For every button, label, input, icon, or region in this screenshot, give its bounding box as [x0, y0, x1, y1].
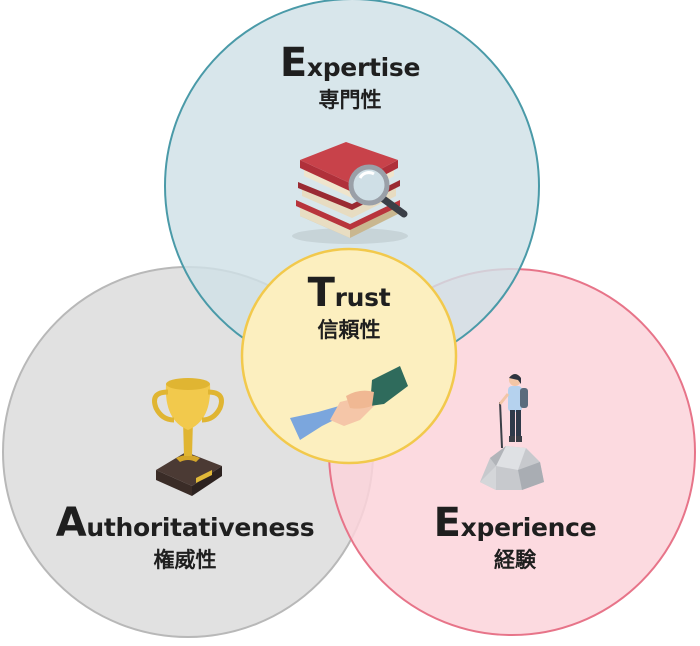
- experience-label: Experience 経験: [405, 503, 625, 573]
- authoritativeness-initial: A: [55, 500, 87, 546]
- expertise-title: Expertise: [250, 43, 450, 83]
- authoritativeness-japanese: 権威性: [153, 548, 217, 572]
- expertise-japanese: 専門性: [318, 88, 382, 112]
- trust-initial: T: [307, 270, 335, 316]
- experience-rest: xperience: [460, 513, 597, 542]
- trust-circle: [240, 247, 458, 465]
- expertise-rest: xpertise: [306, 53, 421, 82]
- authoritativeness-label: Authoritativeness 権威性: [30, 503, 340, 573]
- trust-japanese: 信頼性: [317, 318, 381, 342]
- experience-japanese: 経験: [494, 548, 536, 572]
- expertise-initial: E: [279, 40, 307, 86]
- trophy-icon: [152, 378, 224, 496]
- trust-title: Trust: [259, 273, 439, 313]
- authoritativeness-title: Authoritativeness: [30, 503, 340, 543]
- trust-label: Trust 信頼性: [259, 273, 439, 343]
- trust-rest: rust: [334, 283, 391, 312]
- experience-title: Experience: [405, 503, 625, 543]
- expertise-label: Expertise 専門性: [250, 43, 450, 113]
- hiker-on-rock-icon: [480, 374, 544, 490]
- books-magnifier-icon: [292, 142, 408, 244]
- handshake-icon: [290, 366, 408, 440]
- authoritativeness-rest: uthoritativeness: [86, 513, 315, 542]
- experience-initial: E: [433, 500, 461, 546]
